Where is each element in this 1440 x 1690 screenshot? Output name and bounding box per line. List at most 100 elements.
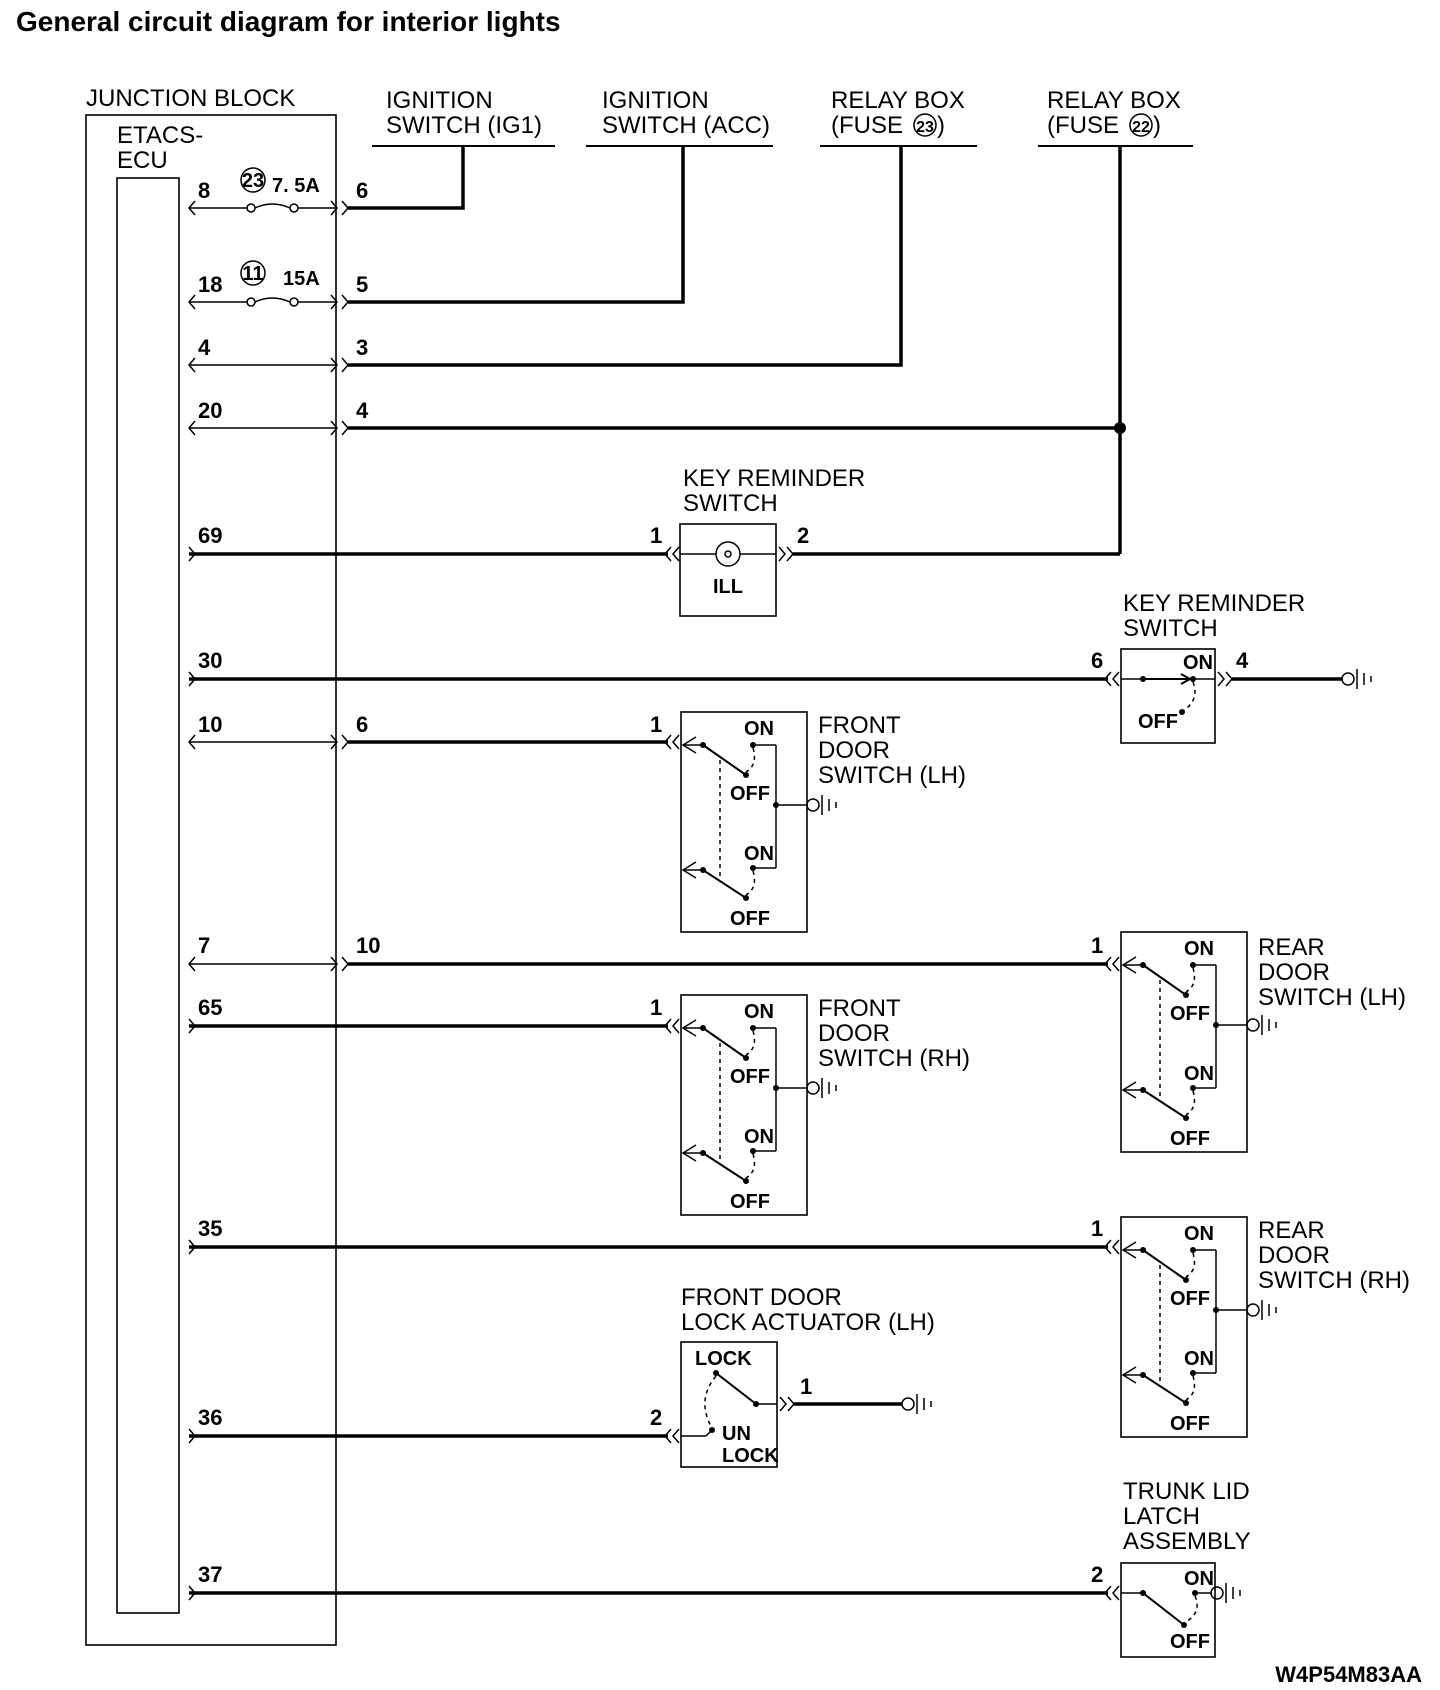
front-door-switch-rh-label-line1: FRONT — [818, 995, 901, 1022]
lock-label: LOCK — [695, 1348, 752, 1370]
fuse-number: 23 — [916, 119, 934, 136]
rear-door-switch-lh-label-line3: SWITCH (LH) — [1258, 984, 1406, 1011]
etacs-ecu-box — [116, 177, 180, 1614]
ground-icon — [1246, 1015, 1277, 1035]
switch-on-label: ON — [1183, 652, 1213, 674]
fuse-11-rating: 15A — [283, 268, 320, 290]
ecu-pin-30: 30 — [198, 648, 222, 673]
ground-icon — [806, 1078, 837, 1098]
front-door-switch-rh-label-line3: SWITCH (RH) — [818, 1045, 970, 1072]
key-reminder-switch-2-label-line2: SWITCH — [1123, 615, 1218, 642]
jb-pin-10: 10 — [356, 933, 380, 958]
switch-on-label: ON — [744, 1001, 774, 1023]
key-reminder-switch-box — [1120, 648, 1216, 744]
pin-2: 2 — [650, 1405, 662, 1430]
pin-4: 4 — [1236, 648, 1249, 673]
source-label-line2: (FUSE — [831, 112, 903, 139]
jb-pin-6: 6 — [356, 178, 368, 203]
fuse-23-number: 23 — [242, 170, 264, 192]
ecu-pin-69: 69 — [198, 523, 222, 548]
circuit-row-65: 65 1 FRONT DOOR SWITCH (RH) — [188, 994, 970, 1216]
key-reminder-switch-2-label-line1: KEY REMINDER — [1123, 590, 1305, 617]
switch-on-label: ON — [1184, 1223, 1214, 1245]
fuse-11-circle — [240, 260, 266, 286]
lock-actuator-label-line2: LOCK ACTUATOR (LH) — [681, 1309, 935, 1336]
switch-off-label: OFF — [1170, 1128, 1210, 1150]
jb-pin-3: 3 — [356, 335, 368, 360]
pin-1: 1 — [650, 523, 662, 548]
switch-off-label: OFF — [1170, 1631, 1210, 1653]
jb-pin-5: 5 — [356, 272, 368, 297]
ground-icon — [1246, 1300, 1277, 1320]
source-ignition-ig1: IGNITION SWITCH (IG1) — [372, 87, 555, 147]
ecu-pin-35: 35 — [198, 1216, 222, 1241]
jb-pin-4: 4 — [356, 398, 369, 423]
source-label-line1: RELAY BOX — [831, 87, 965, 114]
ground-icon — [806, 795, 837, 815]
rear-door-switch-lh: REAR DOOR SWITCH (LH) ON OFF — [1120, 931, 1406, 1153]
circuit-row-37: 37 2 TRUNK LID LATCH ASSEMBLY ON OFF — [188, 1478, 1251, 1658]
source-label-line1: IGNITION — [602, 87, 709, 114]
front-door-switch-rh-label-line2: DOOR — [818, 1020, 890, 1047]
pin-2: 2 — [797, 523, 809, 548]
trunk-latch-label-line1: TRUNK LID — [1123, 1478, 1250, 1505]
unlock-label-un: UN — [722, 1423, 751, 1445]
source-label-line1: IGNITION — [386, 87, 493, 114]
switch-on-label: ON — [744, 843, 774, 865]
source-label-line2: (FUSE — [1047, 112, 1119, 139]
fuse-23-circle — [240, 167, 266, 193]
circuit-row-8: 8 23 7. 5A 6 — [188, 146, 465, 216]
ecu-pin-10: 10 — [198, 712, 222, 737]
front-door-switch-rh-box — [680, 994, 808, 1216]
ecu-pin-37: 37 — [198, 1562, 222, 1587]
lock-actuator-label-line1: FRONT DOOR — [681, 1284, 842, 1311]
source-ignition-acc: IGNITION SWITCH (ACC) — [586, 87, 773, 147]
ecu-pin-65: 65 — [198, 995, 222, 1020]
key-reminder-switch-label-line2: SWITCH — [683, 490, 778, 517]
rear-door-switch-rh-label-line3: SWITCH (RH) — [1258, 1267, 1410, 1294]
rear-door-switch-rh: REAR DOOR SWITCH (RH) ON OFF — [1120, 1216, 1410, 1438]
pin-1: 1 — [1091, 1216, 1103, 1241]
source-label-line2: SWITCH (IG1) — [386, 112, 542, 139]
switch-on-label: ON — [1184, 1063, 1214, 1085]
rear-door-switch-lh-label-line2: DOOR — [1258, 959, 1330, 986]
rear-door-switch-rh-label-line1: REAR — [1258, 1217, 1325, 1244]
junction-block-label: JUNCTION BLOCK — [86, 85, 295, 112]
ecu-pin-36: 36 — [198, 1405, 222, 1430]
fuse-number-circle — [1129, 113, 1153, 137]
switch-on-label: ON — [744, 718, 774, 740]
jb-pin-6b: 6 — [356, 712, 368, 737]
switch-on-label: ON — [1184, 1568, 1214, 1590]
trunk-latch-box — [1120, 1562, 1216, 1658]
rear-door-switch-lh-box — [1120, 931, 1248, 1153]
junction-dot — [1114, 422, 1126, 434]
circuit-row-36: 36 2 FRONT DOOR LOCK ACTUATOR (LH) LOCK … — [188, 1284, 935, 1468]
trunk-latch-label-line3: ASSEMBLY — [1123, 1528, 1251, 1555]
source-label-line1: RELAY BOX — [1047, 87, 1181, 114]
pin-1: 1 — [650, 995, 662, 1020]
fuse-11-number: 11 — [242, 263, 263, 285]
ecu-pin-4: 4 — [198, 335, 211, 360]
pin-6: 6 — [1091, 648, 1103, 673]
source-label-close: ) — [1153, 112, 1161, 139]
circuit-row-35: 35 1 REAR DOOR SWITCH (RH) — [188, 1216, 1410, 1438]
circuit-row-30: 30 6 KEY REMINDER SWITCH ON OFF 4 — [188, 590, 1372, 744]
switch-off-label: OFF — [730, 908, 770, 930]
ground-icon — [1341, 669, 1372, 689]
source-label-line2: SWITCH (ACC) — [602, 112, 770, 139]
circuit-row-10: 10 6 1 FRONT DOOR SWITCH (LH) — [188, 711, 966, 933]
front-door-switch-lh-label-line1: FRONT — [818, 712, 901, 739]
rear-door-switch-lh-label-line1: REAR — [1258, 934, 1325, 961]
ground-icon — [901, 1394, 932, 1414]
front-door-switch-lh-label-line2: DOOR — [818, 737, 890, 764]
circuit-row-4: 4 3 — [188, 146, 903, 373]
ecu-label-line2: ECU — [117, 147, 168, 174]
front-door-lock-actuator-lh: FRONT DOOR LOCK ACTUATOR (LH) LOCK UN LO… — [680, 1284, 935, 1468]
front-door-switch-rh: FRONT DOOR SWITCH (RH) ON OFF — [680, 994, 970, 1216]
pin-1: 1 — [1091, 933, 1103, 958]
trunk-latch-label-line2: LATCH — [1123, 1503, 1200, 1530]
front-door-switch-lh-box — [680, 711, 808, 933]
switch-off-label: OFF — [1170, 1288, 1210, 1310]
switch-off-label: OFF — [730, 1191, 770, 1213]
switch-on-label: ON — [1184, 938, 1214, 960]
